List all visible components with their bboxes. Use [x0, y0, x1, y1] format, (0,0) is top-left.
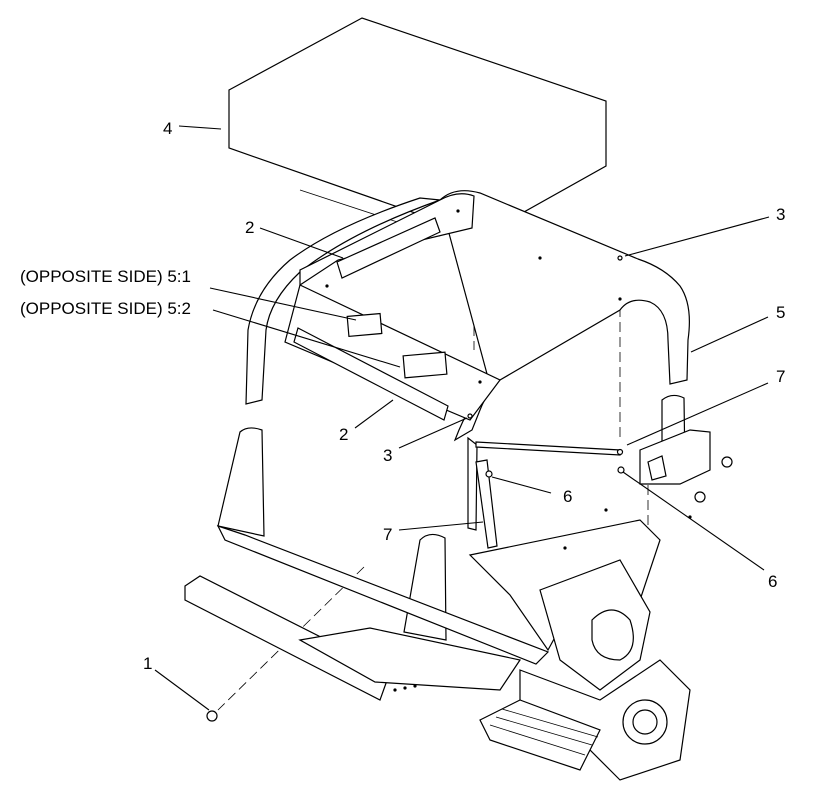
- callout-3-left: 3: [383, 446, 392, 465]
- callout-5: 5: [776, 303, 785, 322]
- chassis-frame: [184, 508, 692, 781]
- callout-1: 1: [143, 654, 152, 673]
- nut-6-left: [485, 470, 493, 478]
- decal-5-2: [402, 351, 448, 379]
- decal-5-1: [346, 312, 383, 338]
- callout-7-left: 7: [383, 525, 392, 544]
- callout-6-right: 6: [768, 572, 777, 591]
- callout-4: 4: [163, 119, 172, 138]
- callout-2-bottom: 2: [339, 425, 348, 444]
- fasteners: [206, 255, 625, 722]
- callout-6-left: 6: [563, 487, 572, 506]
- leader-lines: [154, 125, 770, 711]
- bolt-1: [206, 710, 218, 722]
- pin-3-right: [617, 255, 623, 261]
- canopy-panel: [228, 17, 607, 237]
- nut-6-right: [617, 466, 625, 474]
- mount-bracket: [639, 429, 733, 503]
- pin-3-left: [467, 413, 473, 419]
- support-rods: [475, 441, 624, 549]
- callout-2-top: 2: [245, 218, 254, 237]
- callout-3-right: 3: [776, 205, 785, 224]
- callout-5-1-opposite-side: (OPPOSITE SIDE) 5:1: [20, 267, 191, 286]
- callout-5-2-opposite-side: (OPPOSITE SIDE) 5:2: [20, 299, 191, 318]
- callout-7-right: 7: [776, 367, 785, 386]
- callout-labels: 4 2 (OPPOSITE SIDE) 5:1 (OPPOSITE SIDE) …: [20, 119, 785, 673]
